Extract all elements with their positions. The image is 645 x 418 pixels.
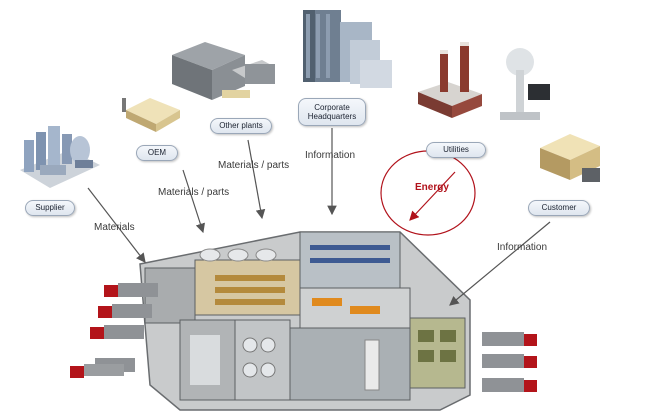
energy-label: Energy <box>415 182 449 193</box>
corporate-headquarters-icon <box>303 10 392 88</box>
customer-facility-icon <box>540 134 600 182</box>
other-plants-flow-arrow <box>247 139 266 220</box>
hq-information-label: Information <box>305 150 356 161</box>
energy-flow-arrow <box>409 171 456 221</box>
utilities-facility-icon <box>418 42 550 120</box>
customer-information-label: Information <box>497 242 548 253</box>
supplier-flow-arrow <box>87 187 146 263</box>
corporate-headquarters-label: Corporate Headquarters <box>298 98 366 126</box>
supplier-label: Supplier <box>25 200 75 216</box>
oem-materials-parts-label: Materials / parts <box>158 187 230 198</box>
inbound-trucks-icon <box>70 283 158 378</box>
factory-floorplan-icon <box>139 231 471 411</box>
outbound-trucks-icon <box>482 332 537 392</box>
supplier-materials-label: Materials <box>94 222 135 233</box>
energy-highlight-ring <box>380 150 476 236</box>
oem-flow-arrow <box>182 169 205 234</box>
oem-label: OEM <box>136 145 178 161</box>
other-plants-label: Other plants <box>210 118 272 134</box>
oem-facility-icon <box>122 98 180 132</box>
other-plants-facility-icon <box>172 42 275 100</box>
supplier-facility-icon <box>20 126 100 188</box>
utilities-label: Utilities <box>426 142 486 158</box>
customer-label: Customer <box>528 200 590 216</box>
customer-flow-arrow <box>449 221 551 306</box>
other-plants-materials-parts-label: Materials / parts <box>218 160 290 171</box>
